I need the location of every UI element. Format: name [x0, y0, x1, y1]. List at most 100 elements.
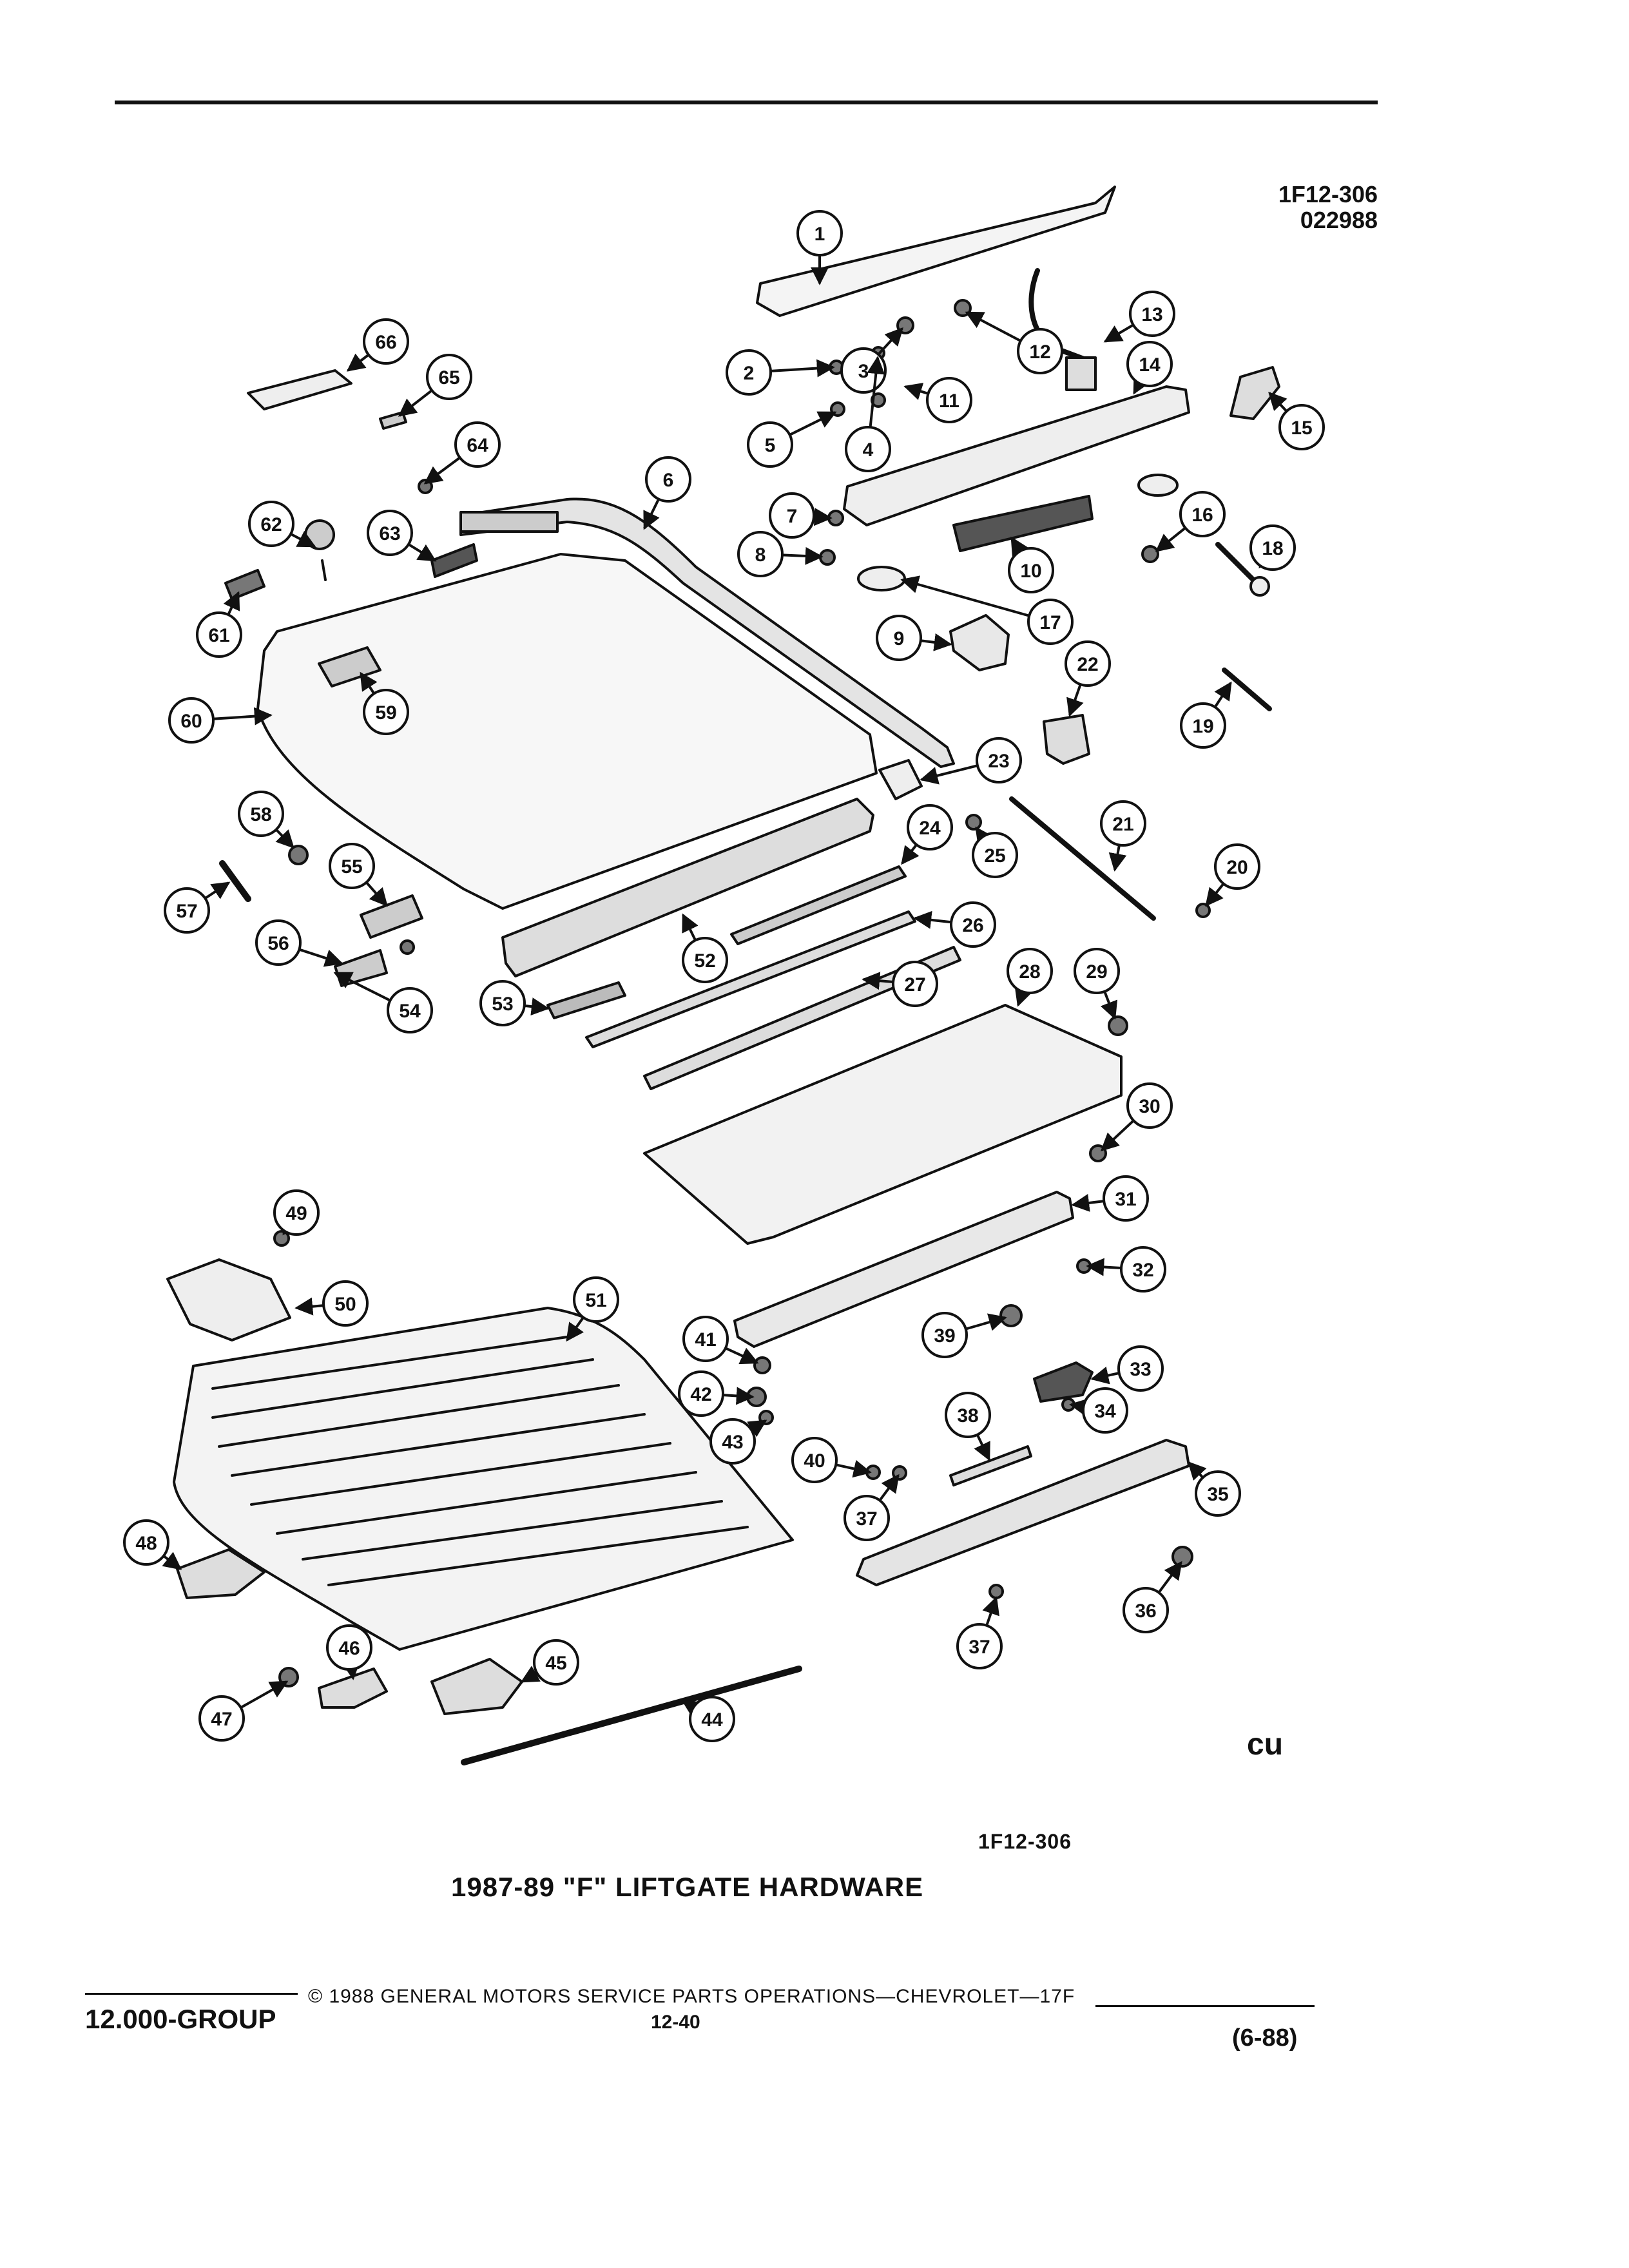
- callout-circle-17: [1027, 599, 1074, 645]
- callout-circle-6: [645, 456, 691, 503]
- callout-number-17: 17: [1039, 612, 1061, 633]
- callout-leader-25: [975, 826, 993, 847]
- callout-leader-13: [1103, 323, 1134, 343]
- callout-number-45: 45: [545, 1653, 566, 1674]
- callout-leader-46: [342, 1661, 360, 1680]
- callout-number-46: 46: [338, 1638, 360, 1659]
- callout-circle-14: [1126, 341, 1173, 387]
- callout-leader-53: [524, 997, 550, 1016]
- callout-number-18: 18: [1262, 538, 1283, 559]
- callout-leader-22: [1066, 684, 1084, 717]
- callout-circle-12: [1017, 328, 1063, 374]
- callout-circle-27: [892, 961, 938, 1007]
- callout-circle-21: [1100, 800, 1146, 847]
- callout-leader-2: [770, 359, 835, 378]
- figure-code: 1F12-306: [978, 1830, 1072, 1853]
- part-lock-cover: [1043, 714, 1090, 765]
- part-pin-19: [1222, 668, 1272, 711]
- callout-leader-52: [682, 913, 699, 941]
- callout-number-62: 62: [260, 514, 282, 535]
- callout-number-40: 40: [804, 1450, 825, 1472]
- callout-circle-59: [363, 689, 409, 735]
- callout-circle-42: [678, 1370, 724, 1417]
- callout-leader-50: [294, 1297, 324, 1316]
- part-spoiler: [756, 186, 1116, 317]
- part-lock-plate: [733, 1191, 1074, 1348]
- part-striker: [949, 1445, 1032, 1486]
- callout-number-38: 38: [957, 1405, 978, 1427]
- callout-circle-44: [689, 1696, 735, 1742]
- callout-circle-7: [769, 492, 815, 539]
- callout-number-21: 21: [1112, 814, 1133, 835]
- part-hinge-46: [318, 1667, 388, 1709]
- callout-number-53: 53: [492, 994, 513, 1015]
- callout-circle-20: [1214, 843, 1260, 890]
- callout-leader-32: [1086, 1258, 1122, 1276]
- callout-leader-54: [333, 972, 391, 1002]
- callout-leader-5: [789, 411, 837, 436]
- part-bracket-59: [318, 646, 381, 687]
- callout-leader-21: [1108, 845, 1127, 872]
- callout-circle-19: [1180, 702, 1226, 749]
- callout-number-41: 41: [695, 1329, 716, 1350]
- part-bracket: [949, 614, 1010, 671]
- callout-leader-66: [346, 353, 370, 372]
- callout-number-51: 51: [585, 1290, 606, 1311]
- callout-leader-57: [204, 881, 231, 899]
- callout-number-52: 52: [694, 950, 715, 972]
- callout-number-35: 35: [1207, 1484, 1228, 1505]
- callout-circle-55: [329, 843, 375, 889]
- part-lamp-66: [247, 369, 352, 410]
- part-clip: [224, 569, 265, 601]
- callout-leader-19: [1213, 681, 1232, 708]
- callout-leader-65: [398, 389, 433, 417]
- callout-number-28: 28: [1019, 961, 1040, 983]
- part-connector: [1065, 356, 1097, 391]
- part-stud: [304, 519, 335, 581]
- callout-leader-7: [813, 508, 833, 526]
- publisher-logo: cu: [1247, 1727, 1284, 1762]
- callout-circle-16: [1179, 491, 1226, 537]
- callout-circle-58: [238, 791, 284, 837]
- callout-leader-48: [162, 1552, 182, 1570]
- part-bumper-block: [546, 981, 626, 1019]
- callout-leader-40: [835, 1459, 872, 1478]
- callout-circle-41: [682, 1316, 729, 1362]
- callout-number-9: 9: [894, 628, 905, 649]
- callout-leader-37: [982, 1596, 999, 1626]
- callout-circle-8: [737, 531, 784, 577]
- callout-number-30: 30: [1139, 1096, 1160, 1117]
- callout-circle-35: [1195, 1470, 1241, 1517]
- callout-circle-37: [956, 1623, 1003, 1669]
- callout-leader-11: [903, 383, 929, 400]
- callout-circle-1: [796, 210, 843, 256]
- callout-leader-20: [1205, 883, 1225, 907]
- group-rule: [85, 1993, 298, 1995]
- callout-circle-54: [387, 987, 433, 1033]
- callout-circle-10: [1008, 547, 1054, 593]
- callout-leader-41: [725, 1347, 759, 1365]
- callout-circle-15: [1278, 404, 1325, 450]
- part-upper-molding: [501, 798, 874, 977]
- callout-number-10: 10: [1020, 561, 1041, 582]
- callout-number-47: 47: [211, 1709, 232, 1730]
- part-bracket-56: [334, 949, 388, 987]
- callout-number-58: 58: [250, 804, 271, 825]
- callout-number-49: 49: [285, 1203, 307, 1224]
- part-lower-strip: [643, 946, 961, 1090]
- callout-leader-45: [520, 1666, 541, 1683]
- callout-number-64: 64: [467, 435, 488, 456]
- part-pin-18: [1215, 542, 1259, 586]
- part-rod: [461, 1666, 802, 1765]
- callout-leader-56: [298, 948, 343, 967]
- callout-leader-36: [1157, 1561, 1182, 1593]
- callout-circle-40: [791, 1437, 838, 1483]
- callout-circle-65: [426, 354, 472, 400]
- callout-leader-59: [360, 671, 378, 695]
- callout-circle-34: [1082, 1387, 1128, 1434]
- callout-number-63: 63: [379, 523, 400, 544]
- callout-circle-4: [845, 426, 891, 472]
- callout-leader-14: [1133, 374, 1150, 395]
- callout-leader-37: [878, 1474, 900, 1501]
